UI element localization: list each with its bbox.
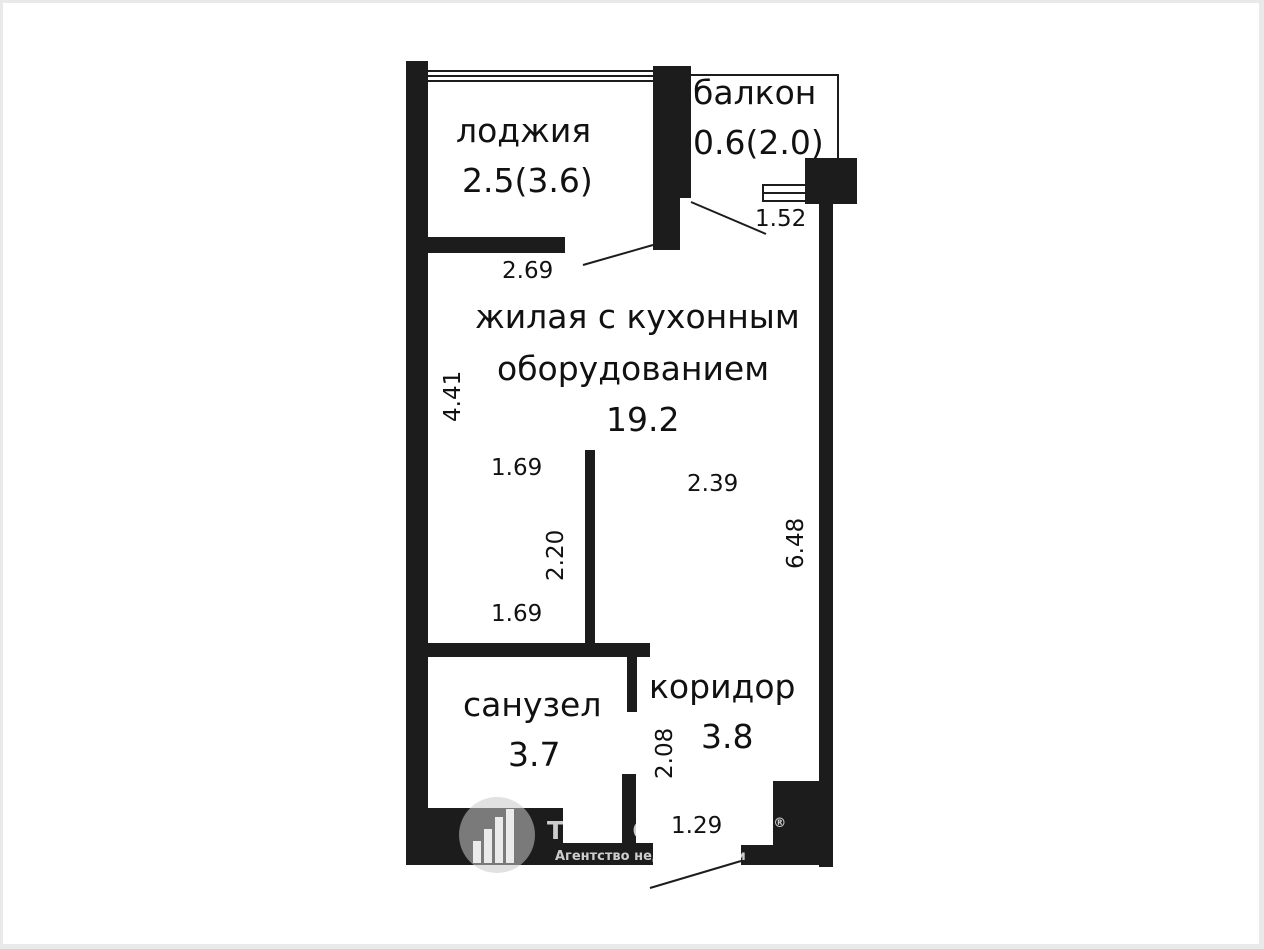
plan-frame: ТВОЯ СТОЛИЦА® Агентство недвижимости лод… [3, 3, 1259, 944]
living-name-line2: оборудованием [497, 349, 770, 388]
entrance-door-swing [649, 860, 742, 889]
balcony-name: балкон [693, 73, 817, 112]
walls [406, 61, 857, 867]
dim-living-right-height: 6.48 [783, 517, 809, 569]
balcony-outline [691, 74, 839, 158]
column [653, 66, 691, 198]
loggia-door-swing [582, 244, 654, 266]
dim-living-inner-width: 2.39 [687, 471, 739, 497]
bathroom-wall-lower [622, 774, 636, 845]
left-outer-wall [406, 61, 428, 865]
bottom-wall-mid [563, 843, 653, 865]
dim-kitchen-top-width: 1.69 [491, 455, 543, 481]
loggia-area: 2.5(3.6) [462, 161, 593, 200]
dim-kitchen-bottom-width: 1.69 [491, 601, 543, 627]
right-outer-wall [819, 201, 833, 867]
entrance-sill [741, 845, 833, 865]
right-corner-block [805, 158, 857, 204]
loggia-partition [428, 237, 565, 253]
watermark-brand: ТВОЯ СТОЛИЦА® [547, 816, 787, 845]
dim-living-left-height: 4.41 [440, 370, 466, 422]
dim-balcony-width: 1.52 [755, 206, 807, 232]
bathroom-name: санузел [463, 685, 602, 724]
dim-loggia-width: 2.69 [502, 258, 554, 284]
balcony-door-swing [690, 201, 767, 235]
living-name-line1: жилая с кухонным [475, 297, 800, 336]
bathroom-top-wall [428, 643, 650, 657]
kitchen-partition [585, 450, 595, 647]
dim-corridor-height: 2.08 [652, 727, 678, 779]
balcony-area: 0.6(2.0) [693, 123, 824, 162]
entrance-block [773, 781, 833, 845]
column-lower [653, 198, 680, 250]
thin-lines [428, 70, 839, 889]
dim-kitchen-depth: 2.20 [543, 529, 569, 581]
dim-entrance-width: 1.29 [671, 813, 723, 839]
watermark-tagline: Агентство недвижимости [555, 849, 746, 864]
bathroom-area: 3.7 [508, 735, 561, 774]
watermark-logo-icon [459, 797, 535, 873]
corridor-area: 3.8 [701, 717, 754, 756]
loggia-name: лоджия [456, 111, 592, 150]
bathroom-wall-upper [627, 657, 637, 712]
floor-plan [406, 61, 857, 889]
corridor-name: коридор [649, 667, 796, 706]
living-area: 19.2 [606, 400, 680, 439]
